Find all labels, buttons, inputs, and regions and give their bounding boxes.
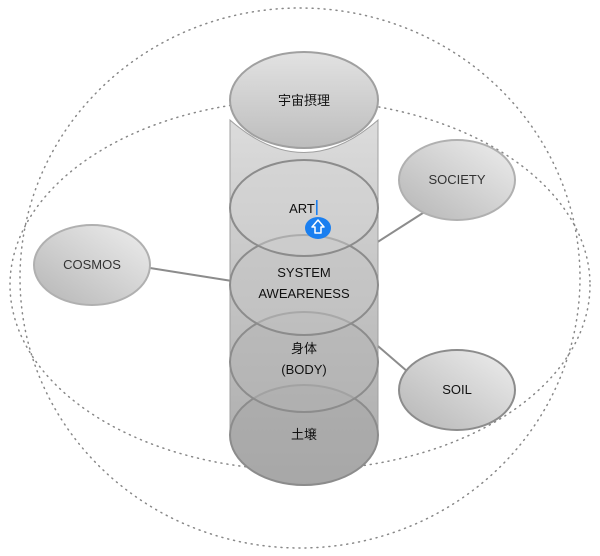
node-soil[interactable]: SOIL <box>398 349 516 431</box>
cosmos-connector <box>149 267 233 282</box>
text-cursor <box>316 200 318 215</box>
node-cosmic-principle[interactable]: 宇宙摂理 <box>229 51 379 149</box>
body-label-line1: 身体 <box>291 341 317 356</box>
body-label-line2: (BODY) <box>281 362 327 377</box>
node-soil-base[interactable]: 土壌 <box>229 384 379 486</box>
soil-label: SOIL <box>442 382 472 397</box>
shift-arrow-icon <box>311 219 325 234</box>
soil-base-label: 土壌 <box>291 427 317 442</box>
system-label-line2: AWEARENESS <box>258 286 350 301</box>
node-cosmos[interactable]: COSMOS <box>33 224 151 306</box>
cosmos-label: COSMOS <box>63 257 121 272</box>
shift-badge[interactable] <box>305 217 331 239</box>
node-society[interactable]: SOCIETY <box>398 139 516 221</box>
node-system-awareness[interactable]: SYSTEM AWEARENESS <box>229 234 379 336</box>
node-art[interactable]: ART <box>229 159 379 257</box>
outer-dotted-circle <box>19 7 581 549</box>
system-label-line1: SYSTEM <box>277 265 330 280</box>
cosmic-principle-label: 宇宙摂理 <box>278 93 330 108</box>
society-label: SOCIETY <box>428 172 485 187</box>
art-label: ART <box>289 201 315 216</box>
